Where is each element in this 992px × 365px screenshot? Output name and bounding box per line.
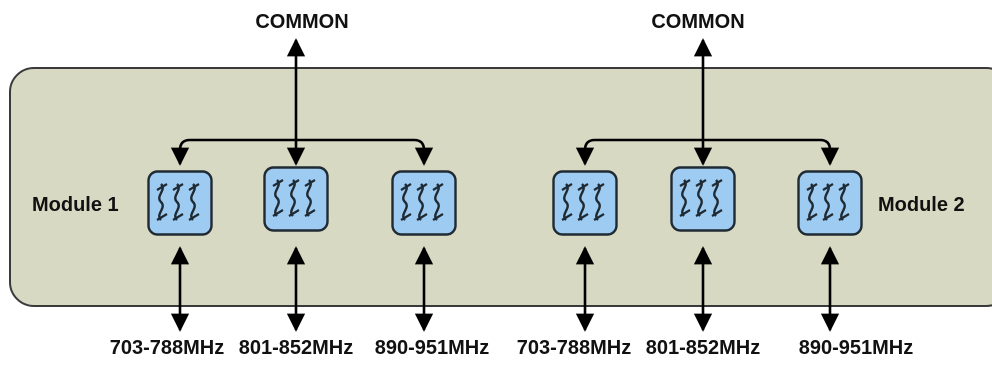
bandpass-filter-icon bbox=[552, 170, 618, 236]
band-label-1c: 890-951MHz bbox=[375, 337, 490, 359]
module-panel bbox=[9, 67, 992, 307]
bandpass-filter-icon bbox=[391, 170, 457, 236]
splitter-1 bbox=[178, 138, 426, 160]
band-label-1a: 703-788MHz bbox=[110, 337, 225, 359]
module-1-label: Module 1 bbox=[32, 194, 119, 216]
band-label-2a: 703-788MHz bbox=[517, 337, 632, 359]
bandpass-filter-icon bbox=[670, 166, 736, 232]
common-label-1: COMMON bbox=[255, 11, 348, 33]
band-label-2c: 890-951MHz bbox=[799, 337, 914, 359]
bandpass-filter-icon bbox=[797, 170, 863, 236]
module-2-wiring bbox=[575, 38, 840, 332]
splitter-2 bbox=[583, 138, 832, 160]
bandpass-filter-icon bbox=[263, 166, 329, 232]
module-1-wiring bbox=[170, 38, 434, 332]
band-label-2b: 801-852MHz bbox=[646, 337, 761, 359]
band-label-1b: 801-852MHz bbox=[239, 337, 354, 359]
bandpass-filter-icon bbox=[147, 170, 213, 236]
common-label-2: COMMON bbox=[651, 11, 744, 33]
module-2-label: Module 2 bbox=[878, 194, 965, 216]
